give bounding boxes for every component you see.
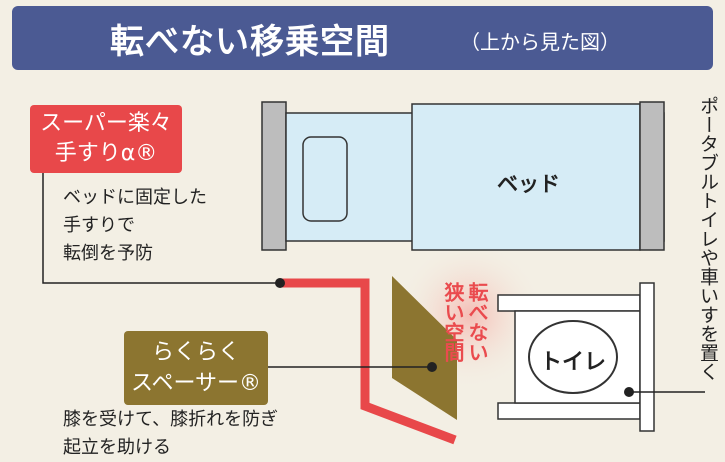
- spacer-description: 膝を受けて、膝折れを防ぎ 起立を助ける: [63, 406, 278, 462]
- spacer-name-line1: らくらく: [151, 340, 240, 365]
- handrail-description: ベッドに固定した 手すりで 転倒を予防: [63, 184, 207, 268]
- toilet-rail-top: [497, 294, 641, 312]
- spacer-desc-line2: 起立を助ける: [63, 437, 171, 458]
- bed-label: ベッド: [497, 172, 560, 196]
- spacer-wedge: [392, 276, 457, 420]
- toilet-tank: [639, 282, 655, 432]
- narrow-space-label-col2: 狭い空間: [441, 282, 465, 362]
- side-note-leader-dot: [624, 387, 634, 397]
- spacer-name-line2: スペーサー®: [130, 371, 262, 396]
- side-note: ポータブルトイレや車いすを置く: [697, 96, 719, 381]
- handrail-leader-line: [42, 173, 280, 284]
- handrail-label-box: スーパー楽々 手すりα®: [30, 105, 182, 173]
- handrail-bar: [280, 278, 457, 445]
- narrow-space-label-col1: 転べない: [465, 282, 489, 362]
- bed-footboard: [639, 101, 665, 251]
- toilet-rail-bottom: [497, 402, 641, 420]
- spacer-leader-dot: [427, 362, 437, 372]
- handrail-name-line1: スーパー楽々: [40, 111, 172, 136]
- handrail-desc-line2: 手すりで: [63, 215, 135, 236]
- page-subtitle: （上から見た図）: [460, 30, 620, 54]
- bed-pillow: [302, 136, 348, 222]
- spacer-desc-line1: 膝を受けて、膝折れを防ぎ: [63, 409, 279, 430]
- bed-headboard: [261, 101, 287, 251]
- handrail-desc-line3: 転倒を予防: [63, 243, 153, 264]
- spacer-label-box: らくらく スペーサー®: [124, 331, 268, 405]
- handrail-desc-line1: ベッドに固定した: [63, 187, 207, 208]
- page-title: 転べない移乗空間: [110, 22, 390, 62]
- handrail-leader-dot: [275, 278, 285, 288]
- handrail-name-line2: 手すりα®: [54, 141, 158, 166]
- title-banner: [12, 6, 713, 70]
- toilet-label: トイレ: [540, 350, 607, 375]
- toilet-bowl: [528, 320, 618, 394]
